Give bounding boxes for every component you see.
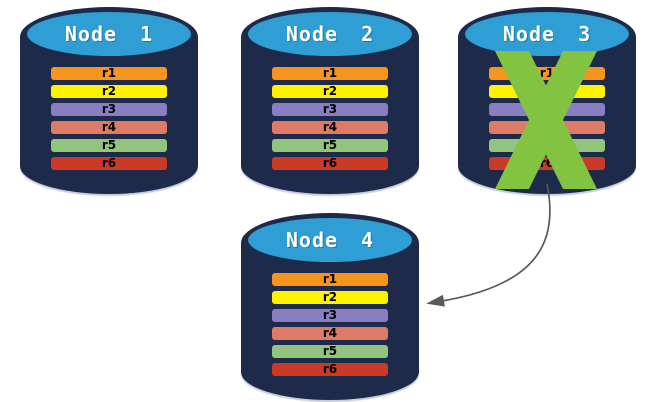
replica-row: r2 xyxy=(272,85,388,98)
replica-rows: r1 r2 r3 r4 r5 r6 xyxy=(51,67,167,170)
replica-row: r1 xyxy=(51,67,167,80)
replica-row: r4 xyxy=(272,327,388,340)
db-node-node-2: Node 2 r1 r2 r3 r4 r5 r6 xyxy=(241,7,419,194)
replica-row: r5 xyxy=(272,139,388,152)
replica-row: r3 xyxy=(272,103,388,116)
replica-row: r6 xyxy=(272,157,388,170)
cylinder-top-face: Node 3 xyxy=(465,12,629,56)
replica-row: r3 xyxy=(51,103,167,116)
db-node-node-4: Node 4 r1 r2 r3 r4 r5 r6 xyxy=(241,213,419,400)
replica-rows: r1 r2 r3 r4 r5 r6 xyxy=(272,67,388,170)
node-title: Node 2 xyxy=(285,22,375,46)
cylinder-top-rim: Node 1 xyxy=(20,7,198,67)
replica-row: r5 xyxy=(51,139,167,152)
replica-row: r6 xyxy=(51,157,167,170)
failure-x-icon xyxy=(495,51,597,189)
replica-row: r5 xyxy=(272,345,388,358)
cylinder-top-face: Node 1 xyxy=(27,12,191,56)
node-title: Node 3 xyxy=(502,22,592,46)
replica-row: r3 xyxy=(272,309,388,322)
replica-row: r2 xyxy=(51,85,167,98)
replica-row: r6 xyxy=(272,363,388,376)
replica-row: r4 xyxy=(272,121,388,134)
replica-row: r4 xyxy=(51,121,167,134)
replica-row: r1 xyxy=(272,67,388,80)
db-node-node-1: Node 1 r1 r2 r3 r4 r5 r6 xyxy=(20,7,198,194)
cylinder-top-face: Node 2 xyxy=(248,12,412,56)
arrow-shaft xyxy=(426,183,551,307)
replica-row: r2 xyxy=(272,291,388,304)
node-title: Node 1 xyxy=(64,22,154,46)
cylinder-top-face: Node 4 xyxy=(248,218,412,262)
replica-row: r1 xyxy=(272,273,388,286)
cylinder-top-rim: Node 4 xyxy=(241,213,419,273)
replica-rows: r1 r2 r3 r4 r5 r6 xyxy=(272,273,388,376)
cylinder-top-rim: Node 3 xyxy=(458,7,636,67)
cylinder-top-rim: Node 2 xyxy=(241,7,419,67)
node-title: Node 4 xyxy=(285,228,375,252)
